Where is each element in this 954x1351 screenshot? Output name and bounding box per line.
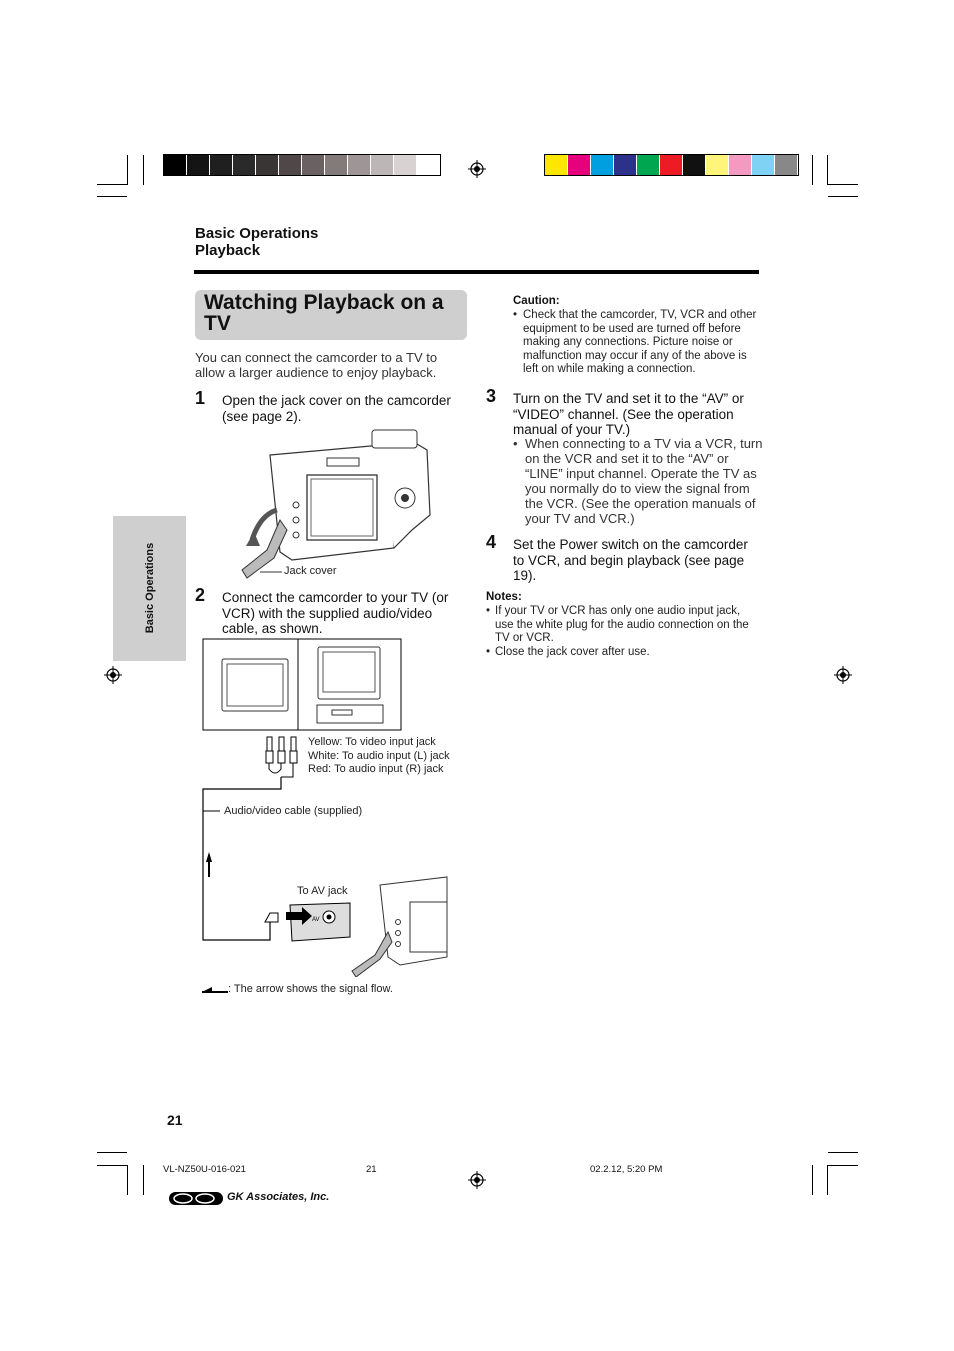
plug-label-red: Red: To audio input (R) jack — [308, 763, 444, 775]
color-swatch — [683, 155, 706, 175]
color-swatch — [325, 155, 348, 175]
notes-list: If your TV or VCR has only one audio inp… — [486, 605, 756, 659]
step-number: 4 — [486, 532, 497, 552]
footer-page: 21 — [366, 1164, 377, 1175]
arrow-caption: : The arrow shows the signal flow. — [228, 983, 393, 995]
page-number: 21 — [167, 1112, 183, 1128]
step-text: Connect the camcorder to your TV (or VCR… — [222, 590, 449, 636]
footer-timestamp: 02.2.12, 5:20 PM — [590, 1164, 663, 1175]
step3-bullets: When connecting to a TV via a VCR, turn … — [513, 436, 763, 526]
plug-label-white: White: To audio input (L) jack — [308, 750, 450, 762]
color-swatch — [614, 155, 637, 175]
color-swatch — [545, 155, 568, 175]
color-swatch — [706, 155, 729, 175]
side-tab — [113, 516, 186, 661]
footer-file: VL-NZ50U-016-021 — [163, 1164, 246, 1175]
color-swatch — [256, 155, 279, 175]
side-tab-label: Basic Operations — [144, 542, 156, 634]
av-jack-label: To AV jack — [297, 885, 348, 897]
color-swatch — [302, 155, 325, 175]
color-swatch — [394, 155, 417, 175]
color-swatch — [660, 155, 683, 175]
color-swatch — [187, 155, 210, 175]
step3-bullet: When connecting to a TV via a VCR, turn … — [513, 436, 763, 526]
header-rule — [194, 270, 759, 274]
color-swatch — [210, 155, 233, 175]
grayscale-bar — [163, 154, 441, 176]
note-item: If your TV or VCR has only one audio inp… — [486, 605, 756, 646]
color-swatch — [164, 155, 187, 175]
caution-list: Check that the camcorder, TV, VCR and ot… — [513, 309, 761, 377]
color-swatch — [752, 155, 775, 175]
step-number: 1 — [195, 388, 206, 408]
section-header: Basic Operations Playback — [195, 225, 318, 259]
caution-title: Caution: — [513, 295, 560, 307]
caution-item: Check that the camcorder, TV, VCR and ot… — [513, 309, 761, 377]
notes-title: Notes: — [486, 591, 522, 603]
color-swatch — [775, 155, 798, 175]
color-bar — [544, 154, 799, 176]
step-text: Turn on the TV and set it to the “AV” or… — [513, 391, 744, 437]
intro-text: You can connect the camcorder to a TV to… — [195, 350, 438, 380]
color-swatch — [348, 155, 371, 175]
header-line2: Playback — [195, 242, 261, 259]
jack-cover-label: Jack cover — [284, 565, 337, 577]
color-swatch — [279, 155, 302, 175]
connection-diagram: AV — [202, 638, 448, 977]
signal-arrow-icon — [202, 987, 228, 993]
color-swatch — [568, 155, 591, 175]
av-jack-text: AV — [312, 917, 320, 923]
color-swatch — [371, 155, 394, 175]
gk-logo-icon — [169, 1192, 223, 1205]
step-text: Set the Power switch on the camcorder to… — [513, 537, 748, 583]
registration-mark-icon — [468, 160, 486, 178]
page-title: Watching Playback on a TV — [204, 291, 444, 335]
color-swatch — [233, 155, 256, 175]
color-swatch — [729, 155, 752, 175]
color-swatch — [591, 155, 614, 175]
registration-mark-icon — [468, 1171, 486, 1189]
registration-mark-icon — [834, 666, 852, 684]
header-line1: Basic Operations — [195, 225, 319, 242]
color-swatch — [637, 155, 660, 175]
color-swatch — [417, 155, 440, 175]
plug-label-yellow: Yellow: To video input jack — [308, 736, 436, 748]
step-number: 3 — [486, 386, 497, 406]
title-box — [195, 290, 467, 340]
cable-label: Audio/video cable (supplied) — [224, 805, 363, 817]
camcorder-jack-cover-illustration — [241, 429, 431, 579]
note-item: Close the jack cover after use. — [486, 646, 756, 660]
footer-company: GK Associates, Inc. — [227, 1191, 330, 1203]
step-number: 2 — [195, 585, 206, 605]
step-text: Open the jack cover on the camcorder (se… — [222, 393, 451, 424]
registration-mark-icon — [104, 666, 122, 684]
